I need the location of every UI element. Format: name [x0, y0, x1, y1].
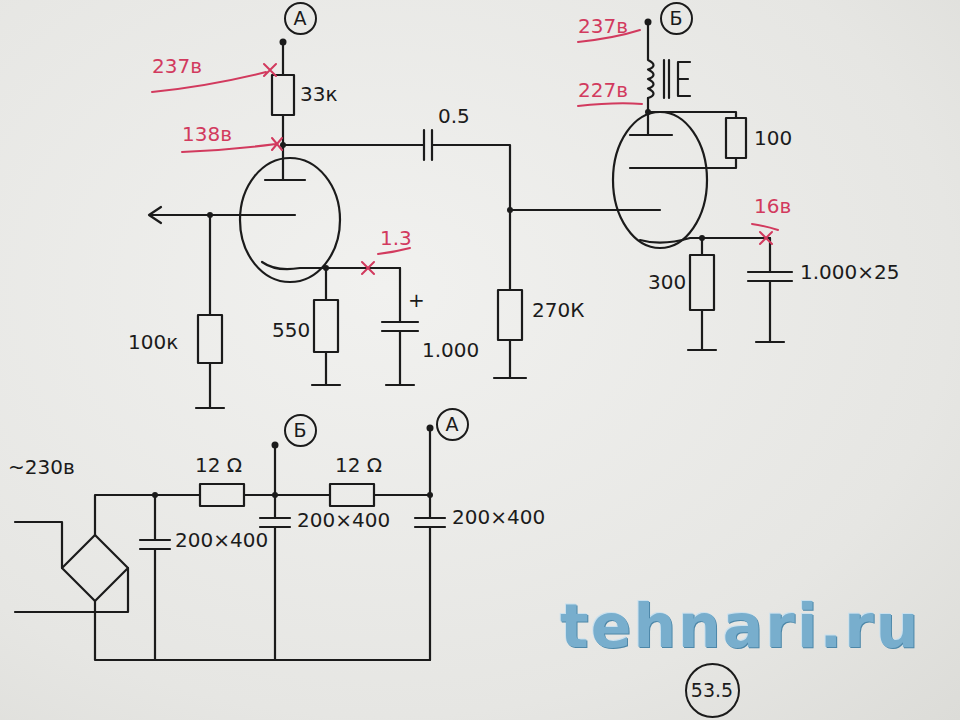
- resistor-value: 12 Ω: [195, 453, 242, 477]
- grid-wire: [510, 209, 660, 211]
- resistor-value: 100к: [128, 330, 178, 354]
- capacitor-value: 200×400: [297, 508, 390, 532]
- voltage-mark: [362, 248, 410, 274]
- capacitor-symbol: [748, 238, 792, 342]
- terminal-letter: A: [446, 414, 459, 435]
- capacitor-value: 1.000×25: [800, 260, 899, 284]
- wire: [312, 268, 340, 385]
- capacitor-value: 1.000: [422, 338, 479, 362]
- wire: [282, 42, 284, 145]
- terminal-dot: [272, 442, 279, 449]
- screen-wire: [630, 112, 736, 168]
- terminal-circle: Б: [660, 2, 693, 35]
- voltage-note: 138в: [182, 122, 232, 146]
- resistor-symbol: [198, 315, 222, 363]
- tube-plate: [265, 145, 305, 180]
- resistor-symbol: [272, 75, 294, 115]
- capacitor-value: 200×400: [452, 505, 545, 529]
- terminal-letter: 53.5: [691, 680, 733, 701]
- watermark: tehnari.ru: [560, 596, 921, 656]
- voltage-mark: [578, 30, 642, 106]
- capacitor-symbol: [260, 495, 290, 660]
- tube-envelope: [240, 158, 340, 282]
- cathode-wire: [262, 262, 400, 269]
- page-number-circle: 53.5: [685, 663, 740, 718]
- voltage-mark: [752, 224, 778, 244]
- capacitor-symbol: [415, 495, 445, 660]
- ac-input-wire: [15, 522, 128, 612]
- terminal-circle: A: [436, 408, 469, 441]
- terminal-circle: A: [284, 2, 317, 35]
- ground-rail: [95, 601, 430, 660]
- resistor-value: 12 Ω: [335, 453, 382, 477]
- voltage-note: 1.3: [380, 226, 412, 250]
- resistor-symbol: [498, 290, 522, 340]
- resistor-value: 550: [272, 318, 310, 342]
- wire: [688, 238, 716, 350]
- terminal-letter: Б: [669, 8, 682, 29]
- capacitor-symbol: [140, 495, 170, 660]
- terminal-dot: [645, 19, 652, 26]
- supply-voltage: ~230в: [8, 455, 75, 479]
- resistor-value: 33к: [300, 82, 338, 106]
- resistor-symbol: [200, 484, 244, 506]
- voltage-note: 16в: [754, 194, 791, 218]
- voltage-note: 237в: [152, 54, 202, 78]
- terminal-letter: A: [294, 8, 307, 29]
- resistor-value: 100: [754, 126, 792, 150]
- wire: [196, 215, 224, 408]
- capacitor-value: 200×400: [175, 528, 268, 552]
- inductor-symbol: [648, 24, 654, 98]
- polarity-sign: +: [408, 288, 425, 312]
- capacitor-value: 0.5: [438, 104, 470, 128]
- bridge-rectifier: [62, 535, 128, 601]
- terminal-dot: [427, 425, 434, 432]
- resistor-symbol: [314, 300, 338, 352]
- resistor-value: 270К: [532, 298, 584, 322]
- input-arrow: [149, 207, 161, 223]
- terminal-circle: Б: [284, 414, 317, 447]
- terminal-letter: Б: [293, 420, 306, 441]
- grid-wire: [150, 214, 295, 216]
- resistor-symbol: [726, 118, 746, 158]
- ground-symbol: [494, 340, 526, 378]
- resistor-symbol: [330, 484, 374, 506]
- coupling-capacitor: [283, 130, 510, 290]
- resistor-symbol: [690, 255, 714, 310]
- resistor-value: 300: [648, 270, 686, 294]
- voltage-note: 237в: [578, 14, 628, 38]
- cathode-wire: [640, 238, 770, 243]
- capacitor-symbol: [382, 268, 418, 385]
- voltage-note: 227в: [578, 78, 628, 102]
- tube-envelope: [613, 112, 707, 248]
- inductor-core: [664, 60, 690, 98]
